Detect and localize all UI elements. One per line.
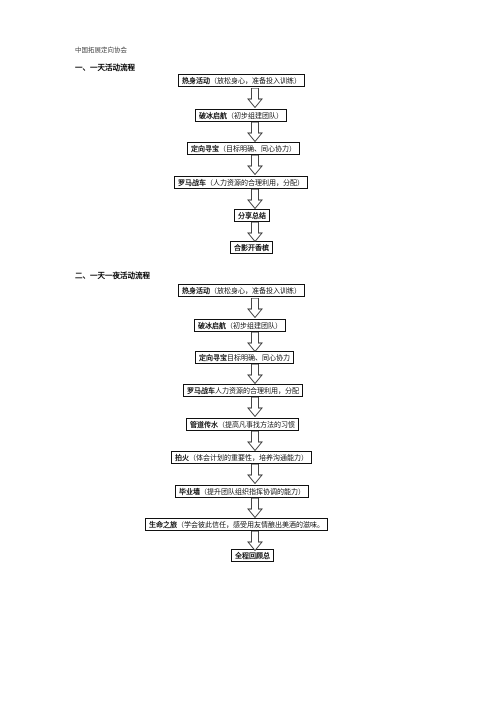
step-name: 热身活动 <box>182 287 210 295</box>
flow2-step-3: 定向寻宝目标明确、同心协力 <box>195 351 294 364</box>
flow2-step-8: 生命之旅（学会彼此信任，感受用友情酿出美酒的滋味。 <box>145 518 328 531</box>
document-header: 中国拓展定向协会 <box>75 46 127 54</box>
flow2-step-2: 破冰启航（初步组建团队） <box>194 319 286 332</box>
step-desc: （学会彼此信任，感受用友情酿出美酒的滋味。 <box>177 521 324 529</box>
step-desc: （人力资源的合理利用，分配） <box>206 179 304 187</box>
section-2-title: 二、一天一夜活动流程 <box>75 271 150 280</box>
down-arrow-icon <box>247 88 263 108</box>
down-arrow-icon <box>247 155 263 175</box>
flow1-step-2: 破冰启航（初步组建团队） <box>195 109 287 122</box>
down-arrow-icon <box>247 332 263 352</box>
step-desc: 人力资源的合理利用，分配 <box>215 387 299 395</box>
flow2-step-6: 拍火（体会计划的重要性，培养沟通能力） <box>171 451 312 464</box>
step-desc: （提升团队组织指挥协调的能力） <box>200 488 305 496</box>
flow1-step-1: 热身活动（放松身心，准备投入训练） <box>178 74 305 87</box>
step-name: 拍火 <box>175 454 189 462</box>
step-name: 分享总结 <box>238 212 266 220</box>
step-name: 全程回顾总 <box>235 552 270 560</box>
step-name: 罗马战车 <box>187 387 215 395</box>
down-arrow-icon <box>247 498 263 518</box>
down-arrow-icon <box>247 397 263 417</box>
step-name: 生命之旅 <box>149 521 177 529</box>
step-name: 毕业墙 <box>179 488 200 496</box>
step-name: 破冰启航 <box>198 322 226 330</box>
down-arrow-icon <box>247 122 263 142</box>
step-name: 热身活动 <box>182 77 210 85</box>
step-desc: 目标明确、同心协力 <box>227 354 290 362</box>
flow2-step-9: 全程回顾总 <box>231 549 274 562</box>
flow1-step-3: 定向寻宝（目标明确、同心协力） <box>187 142 300 155</box>
down-arrow-icon <box>247 364 263 384</box>
flow1-step-4: 罗马战车（人力资源的合理利用，分配） <box>174 176 308 189</box>
step-name: 合影开香槟 <box>234 244 269 252</box>
down-arrow-icon <box>247 189 263 209</box>
step-desc: （初步组建团队） <box>227 112 283 120</box>
flow2-step-4: 罗马战车人力资源的合理利用，分配 <box>183 384 303 397</box>
step-desc: （放松身心，准备投入训练） <box>210 287 301 295</box>
down-arrow-icon <box>247 531 263 551</box>
step-name: 破冰启航 <box>199 112 227 120</box>
step-desc: （体会计划的重要性，培养沟通能力） <box>189 454 308 462</box>
step-desc: （提高凡事找方法的习惯 <box>218 421 295 429</box>
flow2-step-7: 毕业墙（提升团队组织指挥协调的能力） <box>175 485 309 498</box>
down-arrow-icon <box>247 298 263 318</box>
flow2-step-1: 热身活动（放松身心，准备投入训练） <box>178 284 305 297</box>
step-name: 定向寻宝 <box>191 145 219 153</box>
step-name: 罗马战车 <box>178 179 206 187</box>
down-arrow-icon <box>247 431 263 451</box>
step-desc: （放松身心，准备投入训练） <box>210 77 301 85</box>
step-desc: （初步组建团队） <box>226 322 282 330</box>
section-1-title: 一、一天活动流程 <box>75 63 135 72</box>
down-arrow-icon <box>247 464 263 484</box>
down-arrow-icon <box>247 222 263 242</box>
flow1-step-5: 分享总结 <box>234 209 270 222</box>
step-desc: （目标明确、同心协力） <box>219 145 296 153</box>
step-name: 定向寻宝 <box>199 354 227 362</box>
flow2-step-5: 管道传水（提高凡事找方法的习惯 <box>186 418 299 431</box>
step-name: 管道传水 <box>190 421 218 429</box>
flow1-step-6: 合影开香槟 <box>230 241 273 254</box>
